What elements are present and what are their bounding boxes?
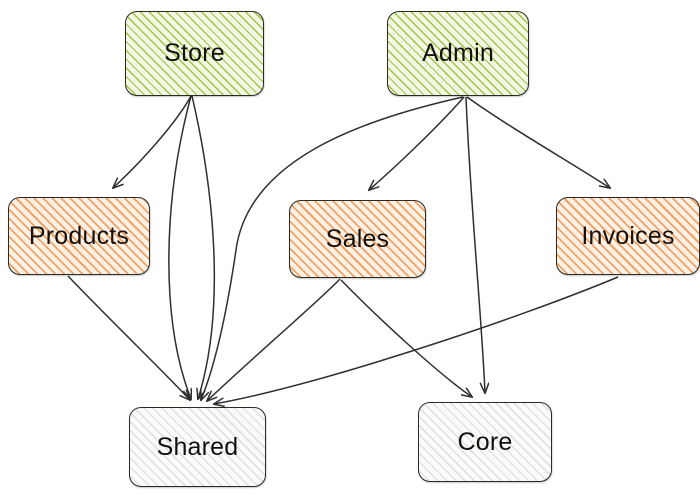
- edge-sales-core: [207, 278, 341, 401]
- edge-admin-invoices: [466, 96, 610, 188]
- edge-admin-sales: [369, 96, 465, 190]
- edge-invoices-shared: [214, 276, 619, 404]
- edge-admin-core: [465, 96, 485, 393]
- node-core[interactable]: Core: [418, 402, 552, 482]
- node-invoices[interactable]: Invoices: [556, 197, 700, 275]
- edge-sales-core-strand: [340, 279, 472, 397]
- node-shared-label: Shared: [156, 432, 239, 461]
- edge-admin-shared: [201, 96, 464, 400]
- node-sales-label: Sales: [325, 224, 390, 253]
- node-sales[interactable]: Sales: [289, 200, 426, 278]
- edge-store-products: [113, 95, 192, 188]
- edge-store-shared-b: [191, 95, 216, 399]
- node-core-label: Core: [457, 427, 513, 456]
- node-products[interactable]: Products: [8, 197, 150, 275]
- node-products-label: Products: [28, 221, 130, 250]
- node-admin[interactable]: Admin: [387, 11, 529, 96]
- edge-store-shared-a: [168, 95, 191, 399]
- node-store-label: Store: [164, 39, 225, 67]
- node-store[interactable]: Store: [125, 11, 264, 96]
- edge-products-shared: [67, 275, 190, 400]
- node-admin-label: Admin: [422, 39, 494, 67]
- node-shared[interactable]: Shared: [129, 407, 266, 487]
- node-invoices-label: Invoices: [581, 221, 675, 250]
